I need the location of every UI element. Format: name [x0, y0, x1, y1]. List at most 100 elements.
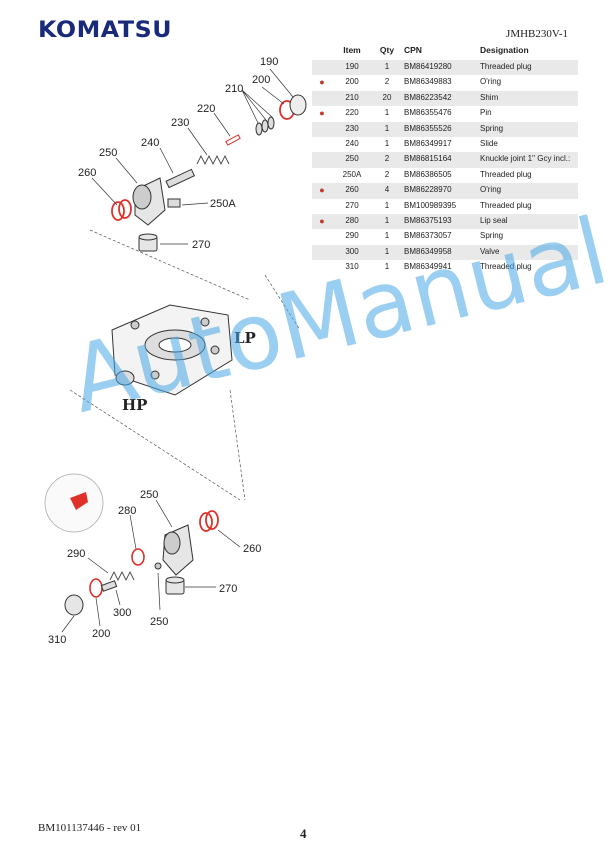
- callout-310: 310: [48, 634, 66, 646]
- cell-qty: 2: [372, 152, 402, 168]
- exploded-parts-diagram: 190 200 210 220 230 240 250 260 250A 270…: [44, 56, 307, 646]
- cell-designation: Slide: [480, 138, 498, 148]
- cell-designation: O'ring: [480, 77, 502, 87]
- cell-item: 250A: [342, 169, 362, 179]
- callout-270-bottom: 270: [219, 583, 237, 595]
- knuckle-joint-250-top: [132, 177, 166, 226]
- pump-housing: [111, 304, 233, 396]
- replacement-marker: [312, 152, 332, 168]
- cell-cpn: BM86349917: [404, 138, 452, 148]
- column-header-item: Item: [343, 45, 361, 55]
- assembly-guide-lines: [69, 229, 301, 501]
- cell-qty: 1: [372, 121, 402, 137]
- cell-qty: 1: [372, 244, 402, 261]
- spring-230: [196, 154, 230, 166]
- cell-qty: 1: [384, 108, 390, 118]
- cell-cpn: BM86349883: [404, 77, 452, 87]
- callout-250A: 250A: [210, 198, 236, 210]
- cell-item: 200: [345, 77, 359, 87]
- cell-item: 280: [332, 213, 372, 230]
- knuckle-joint-250-bottom: [162, 524, 194, 576]
- replacement-marker: ●: [312, 213, 332, 230]
- cell-designation: Threaded plug: [478, 60, 578, 76]
- document-reference: JMHB230V-1: [506, 28, 568, 40]
- callout-260-top: 260: [78, 167, 96, 179]
- callout-260-bottom: 260: [243, 543, 261, 555]
- cell-cpn: BM100989395: [404, 200, 457, 210]
- cell-qty: 2: [384, 77, 390, 87]
- replacement-marker: [312, 90, 332, 107]
- cell-designation: Threaded plug: [480, 200, 532, 210]
- cell-item: 310: [345, 262, 359, 272]
- cell-cpn: BM86419280: [402, 60, 478, 76]
- cell-item: 300: [332, 244, 372, 261]
- cell-cpn: BM86349958: [402, 244, 478, 261]
- cell-cpn: BM86815164: [402, 152, 478, 168]
- cell-qty: 1: [384, 262, 390, 272]
- callout-190: 190: [260, 56, 278, 68]
- oring-200-bottom: [89, 578, 103, 598]
- column-header-cpn: CPN: [404, 45, 422, 55]
- replacement-marker: ●: [319, 77, 325, 88]
- oring-260-bottom-b: [205, 510, 219, 530]
- port-label-hp: HP: [122, 396, 147, 414]
- table-row: 310 1 BM86349941 Threaded plug: [312, 260, 578, 275]
- cell-designation: Lip seal: [478, 213, 578, 230]
- lip-seal-280: [131, 548, 145, 566]
- page-number: 4: [300, 826, 307, 841]
- threaded-plug-250A: [167, 198, 181, 208]
- bottom-assembly: [44, 473, 219, 616]
- threaded-plug-310: [64, 594, 84, 616]
- cell-designation: Spring: [478, 121, 578, 137]
- cell-designation: Spring: [480, 231, 504, 241]
- cell-cpn: BM86223542: [402, 90, 478, 107]
- callout-210: 210: [225, 83, 243, 95]
- column-header-qty: Qty: [379, 45, 395, 55]
- cell-cpn: BM86228970: [402, 183, 478, 199]
- footer-document-reference: BM101137446 - rev 01: [38, 822, 142, 834]
- threaded-plug-270-top: [138, 233, 158, 252]
- cell-qty: 4: [372, 183, 402, 199]
- cell-item: 250: [332, 152, 372, 168]
- threaded-plug-190: [289, 94, 307, 116]
- top-assembly: [111, 94, 307, 252]
- cell-cpn: BM86386505: [404, 169, 452, 179]
- cell-qty: 20: [372, 90, 402, 107]
- callout-250-top: 250: [99, 147, 117, 159]
- callout-290: 290: [67, 548, 85, 560]
- cell-designation: O'ring: [478, 183, 578, 199]
- cell-qty: 1: [372, 213, 402, 230]
- callout-200-top: 200: [252, 74, 270, 86]
- column-header-designation: Designation: [480, 45, 529, 55]
- cell-cpn: BM86355526: [402, 121, 478, 137]
- cell-designation: Shim: [478, 90, 578, 107]
- cell-cpn: BM86373057: [404, 231, 452, 241]
- slide-240: [165, 168, 196, 189]
- cell-designation: Valve: [478, 244, 578, 261]
- table-row: ● 200 2 BM86349883 O'ring: [312, 75, 578, 90]
- cell-designation: Threaded plug: [480, 169, 532, 179]
- cell-cpn: BM86375193: [402, 213, 478, 230]
- replacement-marker: ●: [319, 108, 325, 119]
- cell-designation: Threaded plug: [480, 262, 532, 272]
- leader-lines: [61, 68, 294, 633]
- cell-item: 290: [345, 231, 359, 241]
- cell-qty: 1: [384, 138, 390, 148]
- cell-item: 260: [332, 183, 372, 199]
- valve-300: [100, 580, 118, 592]
- threaded-plug-250A-bottom: [154, 562, 162, 570]
- replacement-marker: ●: [312, 183, 332, 199]
- cell-designation: Knuckle joint 1'' Gcy incl.:: [478, 152, 578, 168]
- cell-cpn: BM86349941: [404, 262, 452, 272]
- callout-250-bottom: 250: [140, 489, 158, 501]
- komatsu-logo: KOMATSU: [38, 18, 173, 43]
